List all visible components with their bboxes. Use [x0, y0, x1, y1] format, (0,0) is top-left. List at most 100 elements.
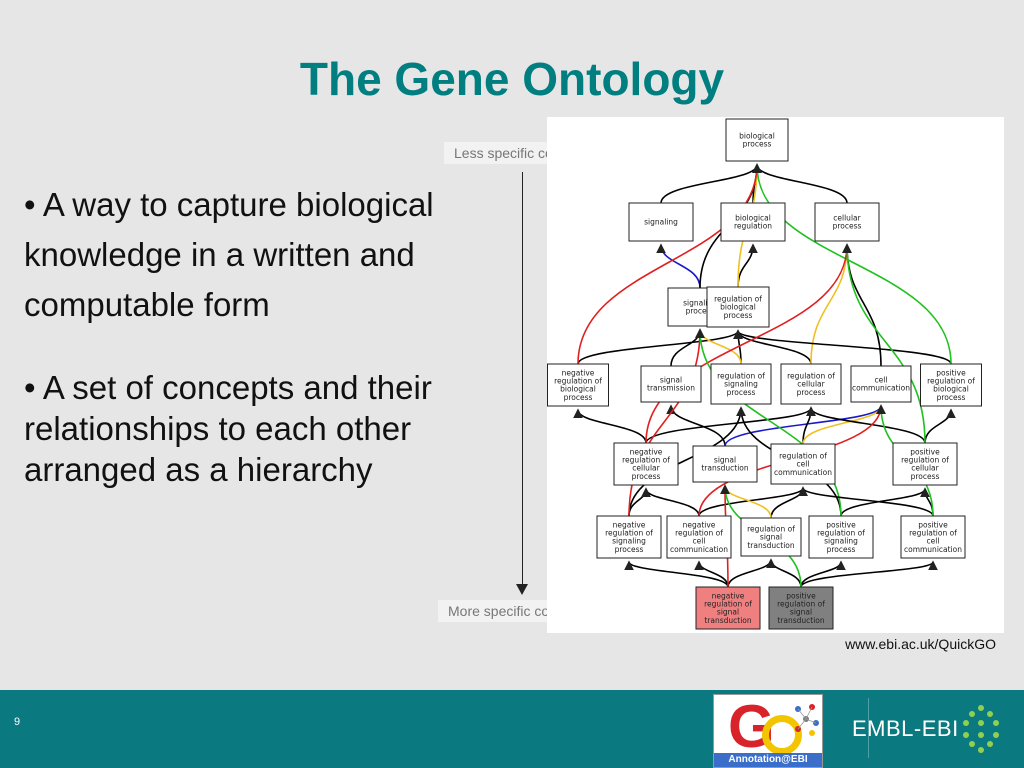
edge-positively-regulates [842, 243, 926, 444]
edge-positively-regulates [752, 163, 952, 365]
go-term-label: process [727, 388, 756, 397]
go-term-box [892, 442, 958, 486]
go-term-box [808, 515, 874, 559]
go-term-sig[interactable]: signaling [628, 202, 694, 242]
go-term-label: communication [852, 384, 910, 393]
go-logo-caption: Annotation@EBI [714, 753, 822, 767]
go-term-label: transmission [647, 384, 695, 393]
go-term-label: positive [936, 368, 966, 377]
go-term-label: transduction [777, 616, 825, 625]
bullet-item: • A way to capture biological knowledge … [24, 186, 434, 323]
go-term-box [850, 365, 912, 403]
go-term-label: regulation of [704, 600, 752, 609]
go-term-label: biological [720, 303, 756, 312]
go-term-label: signaling [683, 299, 717, 308]
edge-part-of [724, 404, 886, 447]
go-term-label: biological [560, 385, 596, 394]
go-term-label: regulation of [554, 377, 602, 386]
go-term-label: transduction [701, 464, 749, 473]
go-term-label: regulation of [605, 529, 653, 538]
go-term-label: signal [660, 376, 682, 385]
go-term-label: regulation of [779, 451, 827, 460]
embl-ebi-logo-text: EMBL-EBI [852, 716, 959, 741]
edge-part-of [656, 243, 701, 289]
go-term-box [780, 363, 842, 405]
edge-is-a [670, 328, 705, 367]
edge-is-a [573, 408, 647, 444]
edge-is-a [800, 560, 846, 588]
source-url[interactable]: www.ebi.ac.uk/QuickGO [845, 636, 996, 652]
bullet-item: • A set of concepts and their relationsh… [24, 369, 432, 488]
go-term-label: process [632, 472, 661, 481]
go-term-box [613, 442, 679, 486]
go-term-box [596, 515, 662, 559]
go-term-label: communication [774, 468, 832, 477]
go-term-label: biological [739, 132, 775, 141]
go-term-box [706, 286, 770, 328]
go-term-label: process [686, 307, 715, 316]
go-term-box [710, 363, 772, 405]
go-term-label: regulation of [817, 529, 865, 538]
go-term-box [547, 363, 609, 407]
edge-is-a [624, 560, 729, 588]
go-term-label: regulation of [717, 371, 765, 380]
go-term-box [768, 586, 834, 630]
go-term-label: transduction [747, 541, 795, 550]
go-term-box [900, 515, 966, 559]
go-term-box [725, 118, 789, 162]
go-term-label: cellular [632, 464, 660, 473]
go-term-label: regulation of [777, 600, 825, 609]
go-term-label: signaling [612, 537, 646, 546]
go-term-box [666, 515, 732, 559]
go-term-label: signaling [644, 218, 678, 227]
go-term-box [640, 365, 702, 403]
go-term-label: regulation of [901, 456, 949, 465]
go-term-label: cell [797, 460, 810, 469]
go-term-label: signal [717, 608, 739, 617]
go-term-label: process [911, 472, 940, 481]
go-term-label: regulation of [787, 371, 835, 380]
go-term-label: process [743, 140, 772, 149]
go-term-label: positive [826, 520, 856, 529]
go-term-box [740, 517, 802, 557]
arrow-down-icon [516, 584, 528, 595]
go-term-label: communication [670, 545, 728, 554]
edge-is-a [727, 558, 776, 588]
go-term-label: negative [683, 520, 716, 529]
edge-is-a [798, 486, 934, 517]
go-term-label: process [724, 311, 753, 320]
go-term-label: process [564, 393, 593, 402]
go-term-box [628, 202, 694, 242]
go-term-label: communication [904, 545, 962, 554]
footer-bar: 9 G Annotation@EBI EMBL-EBI [0, 690, 1024, 768]
edge-is-a [660, 163, 762, 204]
edge-is-a [924, 408, 956, 444]
go-term-label: signal [790, 608, 812, 617]
go-term-label: positive [918, 520, 948, 529]
go-term-label: process [833, 222, 862, 231]
go-term-label: transduction [704, 616, 752, 625]
go-term-label: signal [714, 456, 736, 465]
